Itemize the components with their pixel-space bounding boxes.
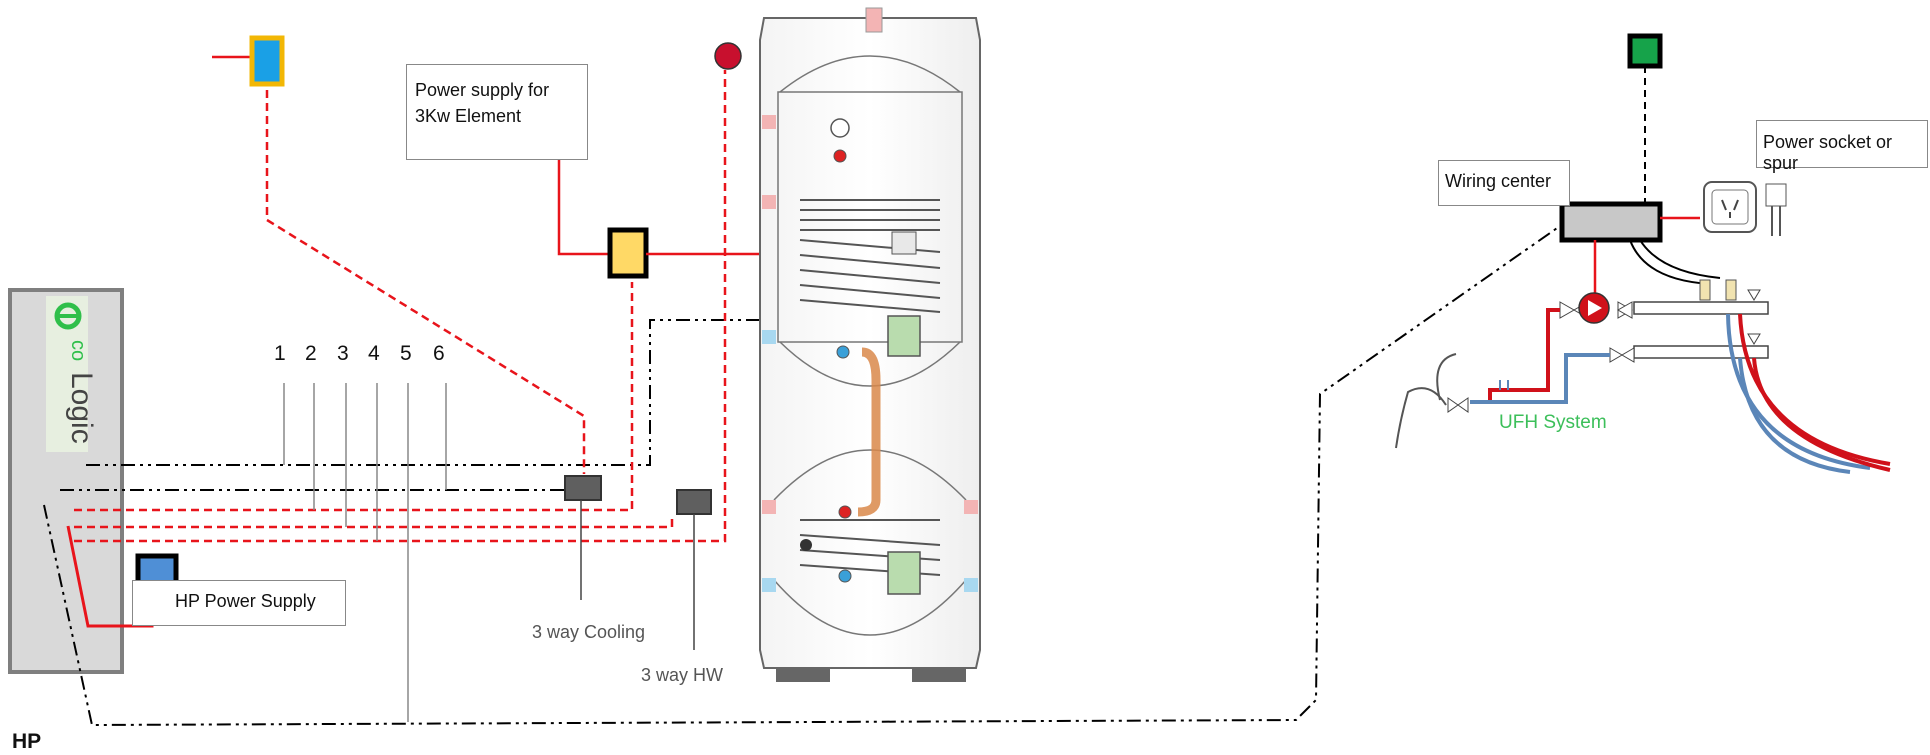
hp-label: HP <box>12 730 42 753</box>
cable-number-1: 1 <box>274 342 286 365</box>
element-power-supply-line1: Power supply for <box>415 80 550 100</box>
heat-pump-unit: co Logic <box>8 288 124 674</box>
ufh-manifold <box>1447 279 1769 413</box>
three-way-hw-label: 3 way HW <box>641 665 724 685</box>
cable-number-3: 3 <box>337 342 349 365</box>
hot-water-cylinder <box>759 7 981 682</box>
svg-text:Logic: Logic <box>65 372 98 444</box>
element-power-supply-line2: 3Kw Element <box>415 106 522 126</box>
pump-icon <box>1578 292 1610 324</box>
element-power-supply-box: Power supply for 3Kw Element <box>406 64 588 160</box>
room-stat-icon <box>249 35 285 87</box>
power-socket-label-box: Power socket or spur <box>1756 120 1928 173</box>
cable-number-4: 4 <box>368 342 380 365</box>
socket-icon <box>1703 181 1757 233</box>
svg-text:co: co <box>67 340 89 361</box>
cable-runs <box>43 55 1561 727</box>
cable-number-2: 2 <box>305 342 317 365</box>
power-socket-label: Power socket or spur <box>1763 132 1893 173</box>
ufh-pipes <box>1395 308 1891 474</box>
wiring-center-label-box: Wiring center <box>1438 160 1570 206</box>
ufh-system-label: UFH System <box>1499 412 1607 433</box>
wiring-center-label: Wiring center <box>1445 171 1552 191</box>
thermostat-green-icon <box>887 315 921 357</box>
cable-number-5: 5 <box>400 342 412 365</box>
gauge-icon <box>830 118 850 138</box>
wiring-center-box <box>1559 201 1663 243</box>
three-way-cooling-valve <box>564 475 602 600</box>
eco-logic-logo: co Logic <box>54 302 98 444</box>
plug-icon <box>1765 183 1787 236</box>
hp-power-supply-label: HP Power Supply <box>175 591 316 611</box>
hp-power-supply-label-box: HP Power Supply <box>132 580 346 626</box>
cable-number-6: 6 <box>433 342 445 365</box>
wiring-stat-green-icon <box>1627 33 1663 69</box>
cable-number-leaders <box>283 383 447 722</box>
three-way-cooling-label: 3 way Cooling <box>532 622 646 642</box>
three-way-hw-valve <box>676 489 712 650</box>
outdoor-sensor-icon <box>714 42 742 70</box>
